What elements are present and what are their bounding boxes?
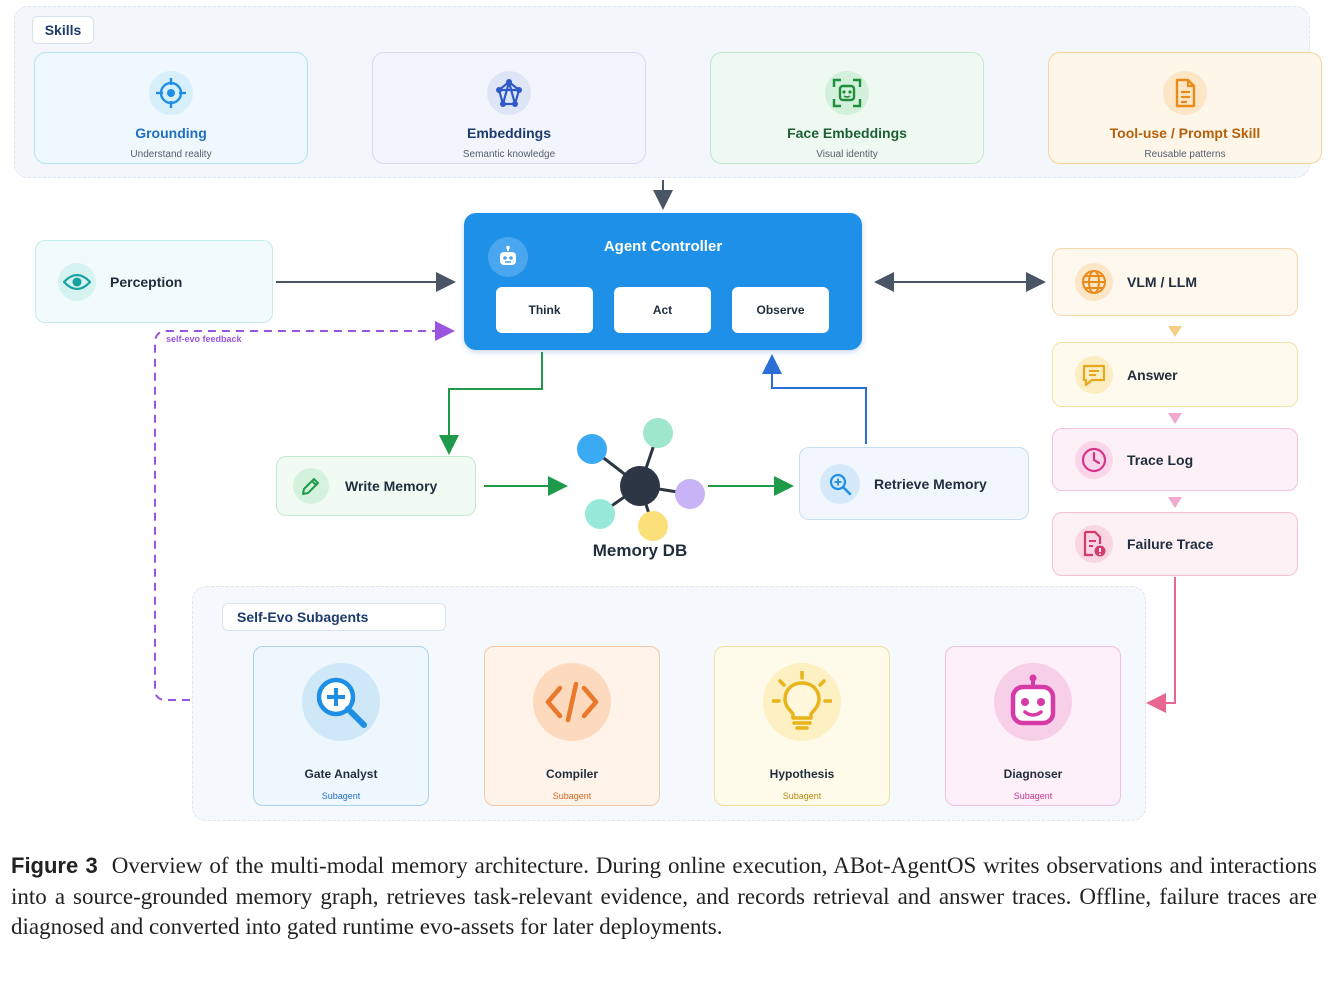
failure-trace-label: Failure Trace [1127,536,1214,552]
skill-card-face-embeddings[interactable]: Face Embeddings Visual identity [710,52,984,164]
search-icon [820,463,860,504]
globe-icon [1075,263,1113,301]
skill-title: Face Embeddings [787,125,907,141]
self-evo-feedback-arrow [154,321,455,701]
subagent-gate-analyst[interactable]: Gate Analyst Subagent [253,646,429,806]
subagent-compiler[interactable]: Compiler Subagent [484,646,660,806]
skill-card-tool-use[interactable]: Tool-use / Prompt Skill Reusable pattern… [1048,52,1322,164]
skill-subtitle: Reusable patterns [1144,149,1226,160]
retrieve-memory-label: Retrieve Memory [874,475,987,492]
clock-icon [1075,440,1113,479]
agent-controller[interactable]: Agent Controller Think Act Observe [464,213,862,350]
figure-number: Figure 3 [11,853,98,878]
skill-subtitle: Visual identity [816,149,878,160]
observe-button[interactable]: Observe [732,287,829,333]
trace-log-label: Trace Log [1127,451,1194,468]
memory-node [638,511,668,541]
zoom-in-icon [302,663,380,741]
document-icon [1163,71,1207,115]
subagent-hypothesis[interactable]: Hypothesis Subagent [714,646,890,806]
failure-doc-icon [1075,525,1113,563]
memory-node [675,479,705,509]
code-icon [533,663,611,741]
skill-title: Grounding [135,125,207,141]
answer-to-trace-arrowhead [1168,413,1182,424]
subagent-title: Diagnoser [1003,767,1063,781]
face-scan-icon [825,71,869,115]
lightbulb-icon [763,663,841,741]
write-memory-box[interactable]: Write Memory [276,456,476,516]
skills-tag: Skills [32,16,94,44]
act-button[interactable]: Act [614,287,711,333]
subagent-diagnoser[interactable]: Diagnoser Subagent [945,646,1121,806]
feedback-label: self-evo feedback [166,334,242,344]
skill-card-embeddings[interactable]: Embeddings Semantic knowledge [372,52,646,164]
answer-label: Answer [1127,366,1178,383]
subagents-tag: Self-Evo Subagents [222,603,446,631]
failure-trace-box[interactable]: Failure Trace [1052,512,1298,576]
memory-db-label: Memory DB [592,541,688,560]
memory-node [643,418,673,448]
crosshair-icon [149,71,193,115]
chat-icon [1075,355,1113,394]
caption-text: Overview of the multi-modal memory archi… [11,853,1317,939]
vlm-llm-box[interactable]: VLM / LLM [1052,248,1298,316]
robot-icon [488,237,528,277]
skill-subtitle: Understand reality [130,149,212,160]
memory-node [585,499,615,529]
write-memory-label: Write Memory [345,478,438,494]
trace-log-box[interactable]: Trace Log [1052,428,1298,491]
graph-hub-icon [577,418,705,541]
pencil-icon [293,468,329,504]
subagent-subtitle: Subagent [321,791,361,801]
controller-title: Agent Controller [603,238,723,255]
network-icon [487,71,531,115]
trace-to-failure-arrowhead [1168,497,1182,508]
retrieve-to-controller-arrow [762,354,867,444]
skill-title: Embeddings [466,125,551,141]
think-button[interactable]: Think [496,287,593,333]
skill-card-grounding[interactable]: Grounding Understand reality [34,52,308,164]
eye-icon [58,262,96,301]
subagent-subtitle: Subagent [782,791,822,801]
skill-title: Tool-use / Prompt Skill [1109,125,1261,141]
subagent-title: Compiler [545,767,598,781]
perception-label: Perception [110,273,183,290]
perception-box[interactable]: Perception [35,240,273,323]
vlm-llm-label: VLM / LLM [1127,274,1197,290]
controller-to-write-arrow [439,352,543,455]
answer-box[interactable]: Answer [1052,342,1298,407]
llm-to-answer-arrowhead [1168,326,1182,337]
retrieve-memory-box[interactable]: Retrieve Memory [799,447,1029,520]
memory-node [577,434,607,464]
subagent-subtitle: Subagent [552,791,592,801]
failure-to-diagnoser-arrow [1146,577,1176,713]
subagent-title: Gate Analyst [304,767,378,781]
memory-hub [620,466,660,506]
subagent-title: Hypothesis [769,767,835,781]
robot-face-icon [994,663,1072,741]
skill-subtitle: Semantic knowledge [462,149,556,160]
subagent-subtitle: Subagent [1013,791,1053,801]
